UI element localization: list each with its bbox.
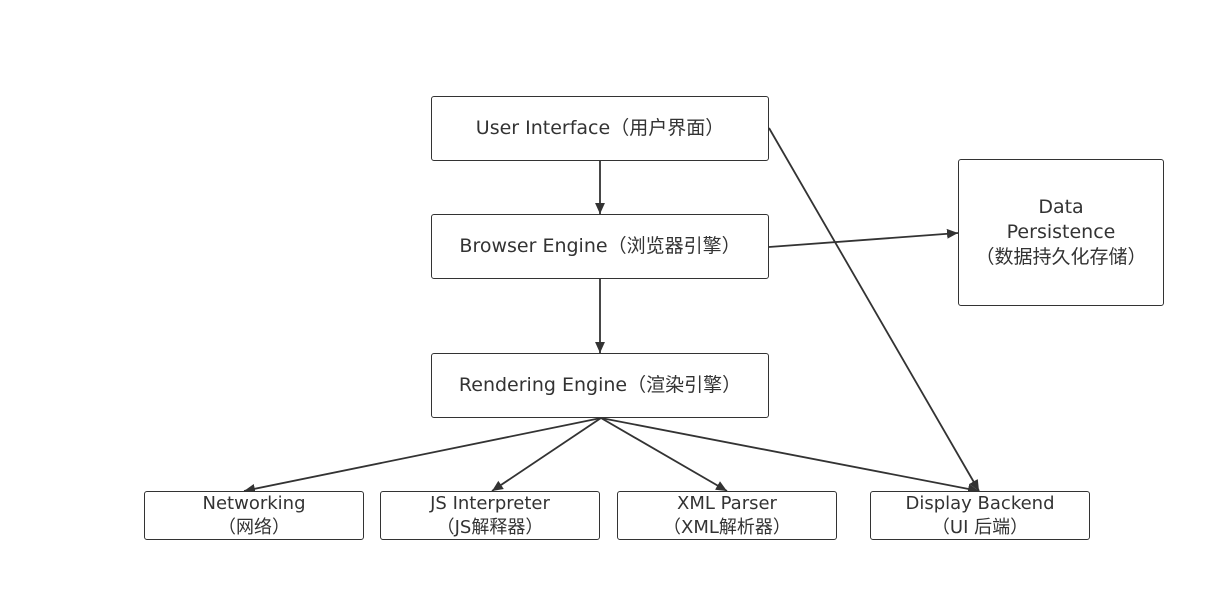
networking-label-line-2: （网络） xyxy=(218,516,290,538)
display-backend-label-line-2: （UI 后端） xyxy=(931,516,1029,538)
user-interface-node: User Interface（用户界面） xyxy=(431,96,769,161)
js-interpreter-label-line-1: JS Interpreter xyxy=(430,492,550,514)
arrow-rendering-engine-to-xml-parser xyxy=(600,417,728,492)
data-persistence-label-line-1: Data xyxy=(1038,196,1084,218)
arrow-rendering-engine-to-networking xyxy=(243,417,602,494)
display-backend-label-line-1: Display Backend xyxy=(905,492,1055,514)
js-interpreter-label-line-2: （JS解释器） xyxy=(436,516,544,538)
browser-engine-label: Browser Engine（浏览器引擎） xyxy=(459,235,741,257)
js-interpreter-node: JS Interpreter （JS解释器） xyxy=(380,491,600,540)
arrow-browser-engine-to-data-persistence xyxy=(768,228,959,248)
rendering-engine-node: Rendering Engine（渲染引擎） xyxy=(431,353,769,418)
user-interface-label: User Interface（用户界面） xyxy=(475,117,725,139)
arrow-rendering-engine-to-js-interpreter xyxy=(491,417,602,492)
arrow-user-interface-to-display-backend xyxy=(768,127,980,492)
xml-parser-label-line-2: （XML解析器） xyxy=(663,516,791,538)
networking-node: Networking （网络） xyxy=(144,491,364,540)
browser-engine-node: Browser Engine（浏览器引擎） xyxy=(431,214,769,279)
data-persistence-label-line-2: Persistence xyxy=(1006,221,1116,243)
display-backend-node: Display Backend （UI 后端） xyxy=(870,491,1090,540)
data-persistence-label-line-3: （数据持久化存储） xyxy=(975,246,1147,268)
networking-label-line-1: Networking xyxy=(202,492,306,514)
data-persistence-node: Data Persistence （数据持久化存储） xyxy=(958,159,1164,306)
arrow-rendering-engine-to-display-backend xyxy=(600,417,980,494)
xml-parser-label-line-1: XML Parser xyxy=(677,492,777,514)
rendering-engine-label: Rendering Engine（渲染引擎） xyxy=(458,374,742,396)
xml-parser-node: XML Parser （XML解析器） xyxy=(617,491,837,540)
